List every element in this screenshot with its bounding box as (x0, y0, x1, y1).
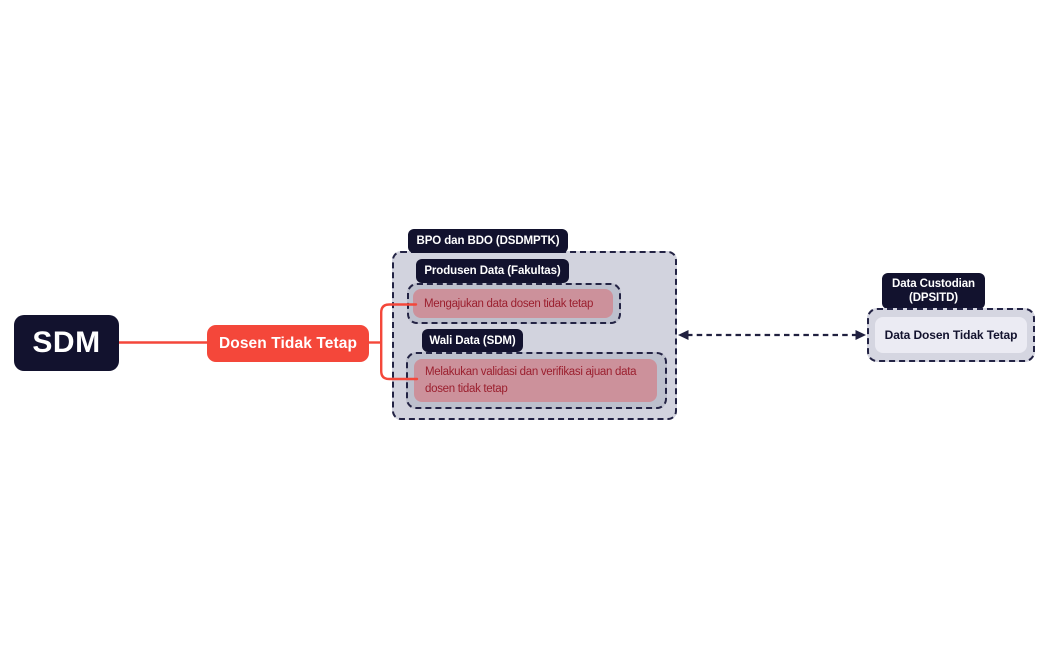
dosen-tidak-tetap-node: Dosen Tidak Tetap (207, 325, 369, 362)
custodian-data-box: Data Dosen Tidak Tetap (875, 317, 1027, 353)
wali-activity-box: Melakukan validasi dan verifikasi ajuan … (414, 359, 657, 402)
arrowhead-right-icon (855, 330, 866, 340)
sdm-node: SDM (14, 315, 119, 371)
produsen-data-badge: Produsen Data (Fakultas) (416, 259, 569, 283)
wali-data-badge: Wali Data (SDM) (422, 329, 523, 352)
wali-activity-line2: dosen tidak tetap (425, 382, 508, 395)
wali-activity-line1: Melakukan validasi dan verifikasi ajuan … (425, 366, 637, 378)
bpo-group-badge: BPO dan BDO (DSDMPTK) (408, 229, 568, 253)
custodian-badge: Data Custodian (DPSITD) (882, 273, 985, 309)
produsen-activity-box: Mengajukan data dosen tidak tetap (413, 289, 613, 318)
arrowhead-left-icon (678, 330, 689, 340)
custodian-badge-line1: Data Custodian (892, 277, 975, 290)
custodian-badge-line2: (DPSITD) (908, 292, 959, 304)
